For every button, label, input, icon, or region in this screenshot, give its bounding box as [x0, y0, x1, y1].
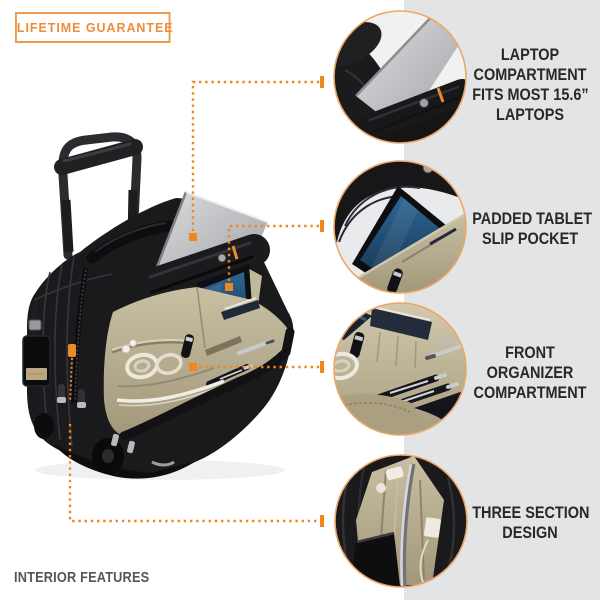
- feature-line: THREE SECTION: [472, 503, 590, 522]
- expansion-zipper: [57, 267, 89, 408]
- callout-line-laptop: [189, 76, 324, 241]
- passport: [221, 300, 260, 320]
- logo-rivet: [217, 253, 227, 263]
- callout-lines: [68, 76, 324, 527]
- detail-circle-front-organizer: [333, 302, 467, 436]
- feature-callout-laptop-compartment: LAPTOP COMPARTMENT FITS MOST 15.6” LAPTO…: [472, 45, 588, 125]
- orange-zip-accent: [231, 245, 239, 260]
- white-cable: [116, 379, 225, 403]
- feature-line: PADDED TABLET: [472, 209, 593, 228]
- callout-line-tablet: [225, 220, 324, 291]
- earbud: [121, 344, 131, 354]
- feature-callout-tablet-pocket: PADDED TABLET SLIP POCKET: [472, 209, 593, 249]
- feature-line: ORGANIZER: [486, 363, 574, 382]
- interior-features-label: INTERIOR FEATURES: [14, 570, 150, 586]
- luggage-tag: [22, 299, 51, 387]
- callout-line-organizer: [189, 361, 324, 373]
- badge-label: LIFETIME GUARANTEE: [16, 20, 174, 35]
- feature-line: FRONT: [505, 343, 555, 362]
- feature-callout-three-section: THREE SECTION DESIGN: [472, 503, 590, 543]
- feature-callout-front-organizer: FRONT ORGANIZER COMPARTMENT: [472, 343, 588, 403]
- feature-line: DESIGN: [502, 523, 558, 542]
- wheels: [34, 413, 196, 479]
- detail-circle-three-section: [334, 454, 468, 588]
- lifetime-guarantee-badge: LIFETIME GUARANTEE: [15, 12, 174, 43]
- strap-highlight: [94, 222, 167, 253]
- feature-line: LAPTOP: [500, 45, 560, 64]
- flap-edge: [119, 327, 295, 441]
- feature-line: COMPARTMENT: [473, 383, 587, 402]
- silver-pen: [237, 340, 271, 355]
- feature-line: LAPTOPS: [496, 105, 564, 124]
- feature-line: SLIP POCKET: [481, 229, 579, 248]
- trolley-case-illustration: [22, 132, 295, 480]
- carry-handle-strap: [86, 220, 176, 264]
- feature-line: COMPARTMENT: [473, 65, 587, 84]
- detail-circle-laptop-compartment: [333, 10, 467, 144]
- feature-line: FITS MOST 15.6”: [472, 85, 589, 104]
- detail-circle-tablet-pocket: [333, 160, 467, 294]
- laptop-compartment-roll: [132, 234, 270, 302]
- callout-line-sections: [68, 424, 324, 527]
- orange-zipper-slider: [68, 344, 76, 357]
